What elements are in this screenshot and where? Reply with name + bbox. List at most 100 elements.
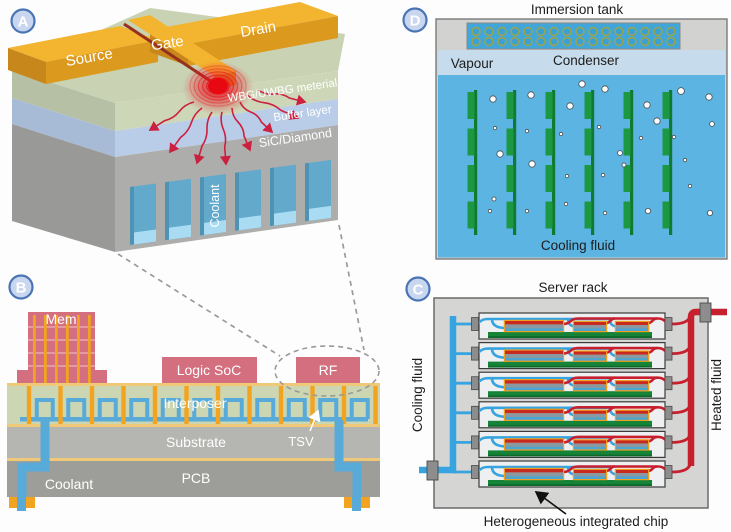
panel-a-badge: A: [10, 8, 36, 34]
bubble: [496, 150, 504, 158]
board-module: [662, 201, 670, 229]
interposer-channels: [26, 386, 378, 424]
mem-die-stack: [17, 312, 107, 383]
chip-die-layer: [574, 325, 606, 329]
logic-soc-label: Logic SoC: [177, 362, 242, 378]
coolant-channel-wall: [270, 167, 274, 227]
coolant-channel: [200, 174, 226, 236]
tray-board: [488, 361, 652, 367]
pcb-label: PCB: [182, 470, 211, 486]
board-module: [545, 92, 553, 119]
server-board: [513, 90, 517, 235]
chip-die-layer: [574, 473, 606, 477]
tray-inlet-connector: [471, 346, 479, 361]
chip-hot-layer: [616, 410, 648, 414]
coolant-channel-floor: [165, 224, 191, 241]
chip-cool-layer: [574, 417, 606, 420]
chip-die-layer: [574, 354, 606, 359]
heat-arrows: [148, 89, 307, 166]
tsv-via: [58, 386, 63, 424]
coolant-channel-wall: [130, 186, 134, 245]
chip-hot-layer: [505, 409, 563, 414]
die-attach-line-top: [7, 383, 380, 386]
chip-cool-layer: [616, 387, 648, 391]
heat-arrow: [193, 111, 213, 165]
microchannel-loop: [66, 398, 87, 419]
panel-a-badge-letter: A: [18, 14, 29, 31]
condenser-tube: [484, 26, 494, 37]
condenser-tube: [588, 36, 598, 47]
chip-die-layer: [505, 472, 563, 477]
bubble: [638, 135, 644, 141]
condenser-tube: [523, 36, 533, 47]
chip-hot-layer: [616, 351, 648, 355]
bubble: [489, 95, 497, 103]
tray-inlet-connector: [471, 376, 479, 391]
chip-cool-layer: [505, 417, 563, 420]
board-module: [545, 201, 553, 229]
panel-c-badge-letter: C: [413, 282, 424, 299]
tray-board-edge: [488, 365, 652, 368]
chip-hot-layer: [505, 380, 563, 384]
condenser-tube: [575, 26, 585, 37]
microchannel-loop: [192, 398, 213, 419]
server-tray: [453, 459, 693, 488]
bubble: [600, 172, 606, 178]
board-module: [467, 128, 475, 156]
rf-label: RF: [319, 362, 338, 378]
server-board: [630, 90, 634, 235]
chip-die-layer: [574, 443, 606, 447]
tsv-via: [184, 386, 189, 424]
heat-arrow: [257, 89, 307, 106]
board-module: [623, 92, 631, 119]
tray-outlet-connector: [664, 435, 673, 450]
condenser-tube: [640, 26, 650, 37]
tsv-via: [341, 386, 347, 424]
chip-cool-layer: [574, 476, 606, 479]
bubble: [653, 117, 661, 125]
bubble: [492, 125, 498, 131]
server-board: [591, 90, 595, 235]
board-module: [623, 128, 631, 156]
mem-tsv: [44, 315, 47, 383]
bubble: [601, 85, 609, 93]
chip-die-layer: [574, 384, 606, 388]
chip-die-layer: [505, 413, 563, 417]
package-coolant-pipes: [9, 420, 370, 511]
chip-die-layer: [616, 384, 648, 388]
condenser-label: Condenser: [553, 53, 620, 68]
chip-die-layer: [505, 324, 563, 329]
chip-cool-layer: [574, 328, 606, 331]
chip-hot-layer: [616, 470, 648, 474]
board-module: [506, 165, 514, 192]
chip-hot-layer: [574, 322, 606, 326]
mem-tsv: [77, 315, 80, 383]
board-module: [662, 92, 670, 119]
tray-board: [488, 480, 652, 485]
tray-inlet-connector: [471, 317, 479, 331]
heterogeneous-chip-caption: Heterogeneous integrated chip: [484, 514, 669, 529]
bubble: [645, 207, 652, 214]
microchannel-loop: [318, 398, 339, 419]
chip-die-layer: [505, 354, 563, 358]
chip-die-layer: [616, 443, 648, 447]
server-tray: [453, 400, 693, 429]
condenser-tube: [536, 26, 546, 37]
cooling-fluid-volume: [438, 75, 725, 258]
heat-arrow: [148, 101, 195, 131]
cooling-fluid-label-c: Cooling fluid: [410, 358, 425, 432]
coolant-channels: [130, 159, 331, 245]
chip-cool-layer: [505, 357, 563, 361]
board-module: [623, 201, 631, 229]
condenser-tube: [549, 36, 559, 47]
condenser-coil: [466, 22, 681, 50]
board-module: [545, 128, 553, 156]
tray-inlet-connector: [471, 465, 479, 479]
condenser-tube: [666, 36, 676, 47]
board-module: [467, 92, 475, 119]
chip-cool-layer: [505, 446, 563, 450]
condenser-tube: [666, 26, 676, 37]
bubble: [677, 87, 685, 95]
board-module: [467, 165, 475, 192]
tsv-arrow: [308, 409, 321, 432]
